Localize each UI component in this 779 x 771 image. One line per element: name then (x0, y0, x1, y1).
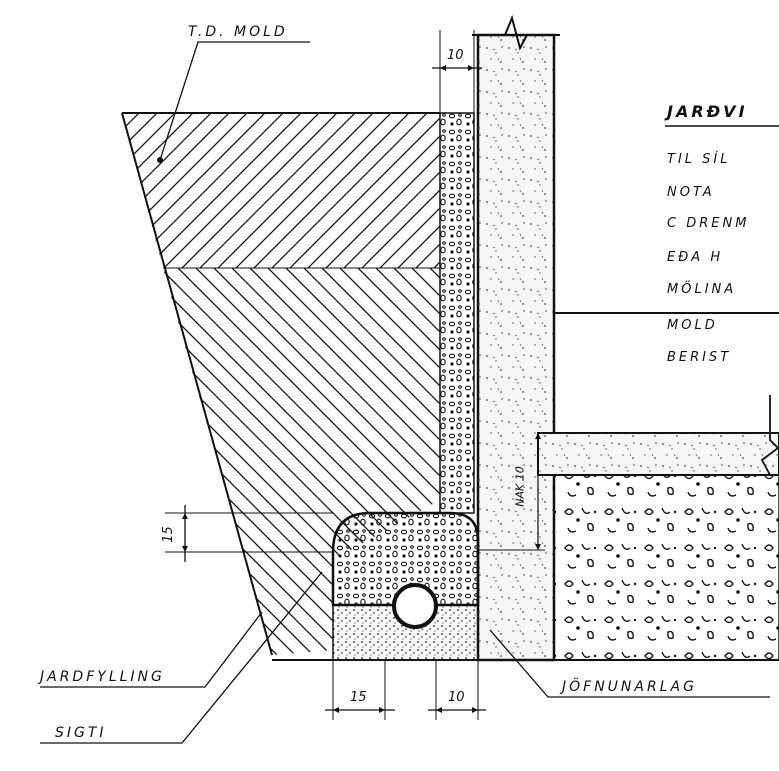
note-line: EÐA H (667, 250, 724, 265)
dim-bottom-right-width: 10 (448, 690, 465, 705)
label-top-soil: T.D. MOLD (188, 24, 288, 40)
dim-left-height: 15 (160, 526, 176, 543)
note-line: C DRENM (667, 216, 750, 231)
gravel-strip (439, 112, 475, 514)
dim-vertical-note: NAK 10 (513, 466, 527, 507)
note-line: BERIST (667, 350, 732, 365)
stone-fill (553, 474, 779, 661)
label-backfill: JARDFYLLING (40, 669, 165, 685)
dim-top-gap: 10 (447, 48, 464, 63)
note-heading: JARÐVI (667, 102, 748, 121)
backfill-area (163, 268, 440, 655)
topsoil-area (122, 113, 440, 268)
drain-pipe (392, 583, 438, 629)
note-line: TIL SÍL (667, 152, 731, 167)
label-filter-layer: SIGTI (55, 725, 107, 741)
drain-gravel-bed (331, 511, 480, 607)
dim-bottom-left-width: 15 (350, 690, 367, 705)
label-compacted-layer: JÖFNUNARLAG (562, 679, 697, 695)
note-line: NOTA (667, 185, 715, 200)
note-line: MÖLINA (667, 282, 737, 297)
note-line: MOLD (667, 318, 718, 333)
